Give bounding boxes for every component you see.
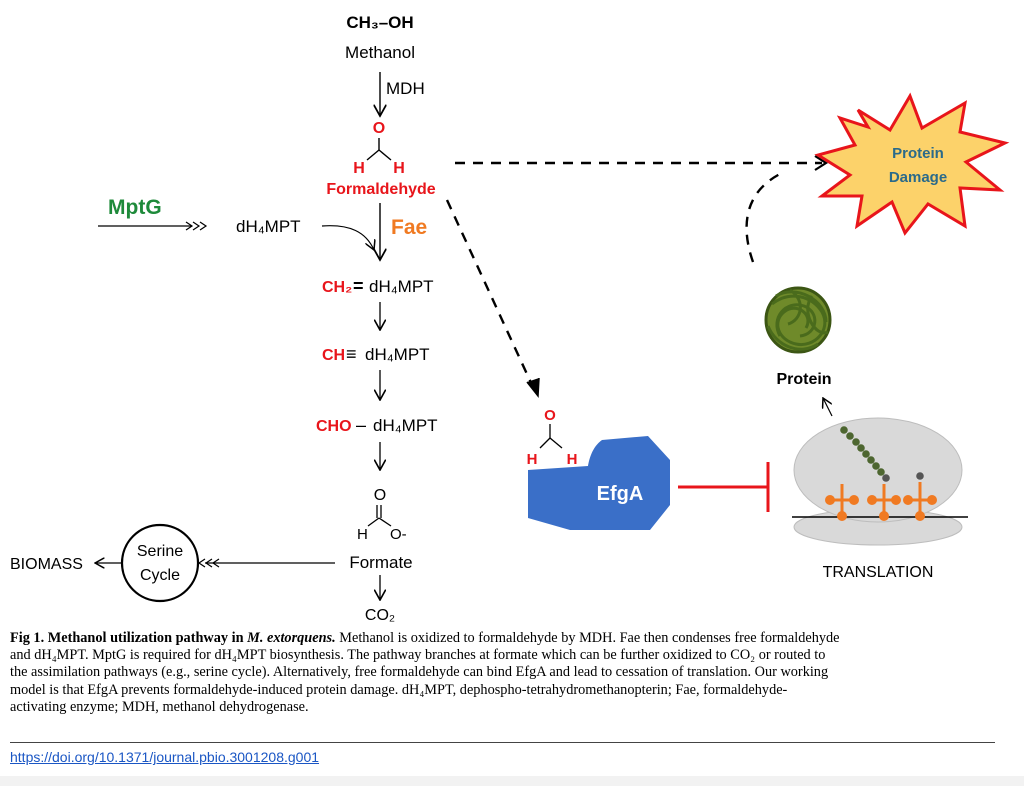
figure-caption: Fig 1. Methanol utilization pathway in M… xyxy=(10,630,995,716)
efga-label: EfgA xyxy=(597,483,644,505)
methanol-pathway-diagram: CH₃–OH Methanol MDH O H H Formaldehyde F… xyxy=(10,13,1010,624)
svg-text:H: H xyxy=(353,160,365,177)
methenyl-dh4mpt: CH ≡ dH₄MPT xyxy=(322,344,430,364)
svg-text:dH₄MPT: dH₄MPT xyxy=(373,416,438,435)
methanol-formula: CH₃–OH xyxy=(346,13,413,32)
folded-protein-icon xyxy=(764,286,832,354)
svg-text:H: H xyxy=(527,451,538,468)
mdh-label: MDH xyxy=(386,79,425,98)
svg-text:H: H xyxy=(357,526,368,543)
svg-text:O: O xyxy=(544,407,556,424)
mptg-label: MptG xyxy=(108,196,162,219)
svg-text:H: H xyxy=(567,451,578,468)
dh4mpt-curve-arrow xyxy=(321,225,374,250)
serine-cycle-line2: Cycle xyxy=(140,567,180,584)
serine-cycle-circle xyxy=(120,523,200,603)
formaldehyde-label: Formaldehyde xyxy=(326,181,435,198)
svg-text:H: H xyxy=(393,160,405,177)
methanol-label: Methanol xyxy=(345,43,415,62)
co2-label: CO₂ xyxy=(365,607,395,624)
svg-text:CH: CH xyxy=(322,347,345,364)
caption-line-3: the assimilation pathways (e.g., serine … xyxy=(10,664,829,681)
svg-text:≡: ≡ xyxy=(346,344,357,364)
formaldehyde-structure: O H H xyxy=(353,120,405,177)
caption-line-2: and dH₄MPT. MptG is required for dH₄MPT … xyxy=(10,647,826,664)
caption-organism: M. extorquens. xyxy=(247,630,336,646)
svg-text:CHO: CHO xyxy=(316,418,352,435)
translation-label: TRANSLATION xyxy=(823,564,934,581)
biomass-label: BIOMASS xyxy=(10,556,83,573)
damage-arrowhead xyxy=(814,155,829,171)
protein-damage-starburst xyxy=(814,92,1010,236)
ribosome-icon xyxy=(792,417,968,546)
efga-shape xyxy=(528,436,670,530)
caption-line-4: model is that EfgA prevents formaldehyde… xyxy=(10,681,788,698)
doi-link[interactable]: https://doi.org/10.1371/journal.pbio.300… xyxy=(10,749,320,765)
protein-damage-line2: Damage xyxy=(889,169,947,186)
svg-text:–: – xyxy=(356,415,366,435)
caption-divider xyxy=(10,742,995,743)
svg-text:CH₂: CH₂ xyxy=(322,279,352,296)
protein-damage-line1: Protein xyxy=(892,145,944,162)
protein-label: Protein xyxy=(776,371,831,388)
caption-fig-label: Fig 1. Methanol utilization pathway in xyxy=(10,630,248,646)
mptg-arrowheads xyxy=(185,221,208,231)
formaldehyde-to-efga-dashed-arrow xyxy=(445,199,534,386)
efga-arrowhead xyxy=(526,377,540,399)
methylene-dh4mpt: CH₂ = dH₄MPT xyxy=(322,276,434,296)
translation-to-protein-arrow xyxy=(823,398,833,417)
footer-band xyxy=(0,776,1024,786)
formate-structure: O H O- xyxy=(357,487,407,543)
svg-text:O: O xyxy=(373,120,385,137)
svg-text:O-: O- xyxy=(390,526,407,543)
fae-label: Fae xyxy=(391,216,427,239)
svg-text:dH₄MPT: dH₄MPT xyxy=(369,277,434,296)
formyl-dh4mpt: CHO – dH₄MPT xyxy=(316,415,438,435)
dh4mpt-label: dH₄MPT xyxy=(236,217,301,236)
svg-text:dH₄MPT: dH₄MPT xyxy=(365,345,430,364)
svg-text:O: O xyxy=(374,487,386,504)
efga-bound-formaldehyde: O H H xyxy=(527,407,578,468)
svg-text:=: = xyxy=(353,276,364,296)
serine-cycle-line1: Serine xyxy=(137,543,183,560)
caption-line-1: Methanol is oxidized to formaldehyde by … xyxy=(335,630,840,646)
formate-label: Formate xyxy=(349,553,412,572)
protein-to-damage-dashed-curve xyxy=(745,170,785,263)
caption-line-5: activating enzyme; MDH, methanol dehydro… xyxy=(10,698,309,715)
